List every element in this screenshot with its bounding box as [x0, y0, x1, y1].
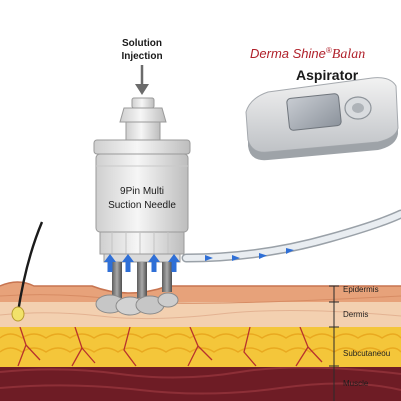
device-label-line1: 9Pin Multi — [120, 186, 164, 197]
fat-cells — [0, 333, 401, 353]
hair-follicle — [11, 221, 44, 322]
skin-cross-section — [0, 281, 401, 401]
layer-bracket — [329, 285, 339, 401]
aspirator-machine — [245, 77, 399, 161]
flow-arrow-icon — [205, 248, 294, 261]
product-name: Aspirator — [296, 67, 359, 83]
label-muscle: Muscle — [343, 379, 369, 388]
label-epidermis: Epidermis — [343, 285, 379, 294]
machine-screen — [286, 93, 342, 131]
layer-subcutaneous — [0, 327, 401, 367]
down-arrow-icon — [135, 65, 149, 95]
blood-vessels — [17, 326, 323, 367]
label-subcutaneous: Subcutaneou — [343, 349, 390, 358]
injection-label-line2: Injection — [121, 51, 162, 62]
suction-arrow-icon — [104, 254, 180, 272]
brand-name: Derma Shine®Balan — [250, 46, 365, 62]
layer-dermis — [0, 302, 401, 327]
label-dermis: Dermis — [343, 310, 368, 319]
suction-tube — [181, 209, 401, 263]
suction-needle-device — [93, 97, 191, 316]
device-label-line2: Suction Needle — [108, 200, 176, 211]
brand-block: Derma Shine®Balan Aspirator — [250, 46, 365, 83]
injection-label-line1: Solution — [122, 38, 162, 49]
